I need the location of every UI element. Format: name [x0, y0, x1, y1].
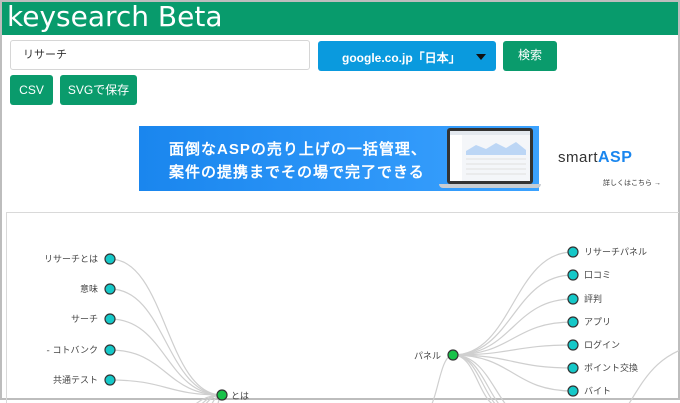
tree-node-leaf[interactable]: 共通テスト [53, 374, 116, 386]
search-button[interactable]: 検索 [503, 41, 557, 71]
brand-suffix: ASP [598, 149, 633, 166]
node-label: 評判 [584, 293, 602, 305]
tree-node-leaf[interactable]: アプリ [567, 316, 611, 328]
banner-line-1: 面倒なASPの売り上げの一括管理、 [169, 141, 427, 158]
node-label: 口コミ [584, 271, 611, 281]
tree-node-leaf[interactable]: ログイン [567, 339, 620, 351]
tree-node-leaf[interactable]: 意味 [80, 283, 116, 295]
node-label: 共通テスト [53, 375, 98, 386]
csv-button[interactable]: CSV [10, 75, 53, 105]
tree-node-leaf[interactable]: サーチ [71, 313, 116, 325]
svg-text:パネル: パネル [414, 351, 441, 362]
tree-node-leaf[interactable]: リサーチとは [44, 253, 116, 265]
save-svg-button[interactable]: SVGで保存 [60, 75, 137, 105]
keyword-tree-panel: リサーチとは意味サーチ - コトバンク共通テスト リサーチパネル口コミ評判アプリログ… [6, 212, 679, 403]
tree-node-leaf[interactable]: バイト [567, 385, 611, 397]
search-engine-select[interactable]: google.co.jp「日本」 [318, 41, 496, 71]
tree-node-leaf[interactable]: 評判 [567, 293, 602, 305]
node-label: バイト [584, 386, 611, 397]
node-label: ポイント交換 [584, 362, 638, 374]
laptop-image [439, 128, 541, 190]
node-label: アプリ [584, 317, 611, 328]
banner-line-2: 案件の提携までその場で完了できる [169, 164, 425, 181]
chevron-down-icon [476, 54, 486, 60]
tree-node-leaf[interactable]: - コトバンク [46, 344, 116, 356]
app-header: keysearch Beta [2, 0, 678, 35]
tree-node-hub[interactable]: とは [216, 389, 249, 402]
keyword-input[interactable]: リサーチ [10, 40, 310, 70]
tree-node-leaf[interactable]: ポイント交換 [567, 362, 638, 374]
svg-text:とは: とは [231, 391, 249, 402]
brand-prefix: smart [558, 149, 598, 166]
node-label: サーチ [71, 314, 98, 325]
app-title: keysearch Beta [7, 0, 223, 33]
node-label: 意味 [80, 283, 98, 295]
node-label: ログイン [584, 339, 620, 351]
tree-node-leaf[interactable]: 口コミ [567, 269, 611, 281]
more-details-link[interactable]: 詳しくはこちら → [603, 180, 661, 187]
node-label: - コトバンク [46, 345, 98, 356]
tree-node-leaf[interactable]: リサーチパネル [567, 246, 647, 258]
smartasp-logo[interactable]: smartASP [558, 149, 632, 167]
tree-node-hub[interactable]: パネル [414, 349, 459, 362]
node-label: リサーチとは [44, 254, 98, 265]
search-engine-label: google.co.jp「日本」 [342, 51, 461, 65]
node-label: リサーチパネル [584, 247, 647, 258]
